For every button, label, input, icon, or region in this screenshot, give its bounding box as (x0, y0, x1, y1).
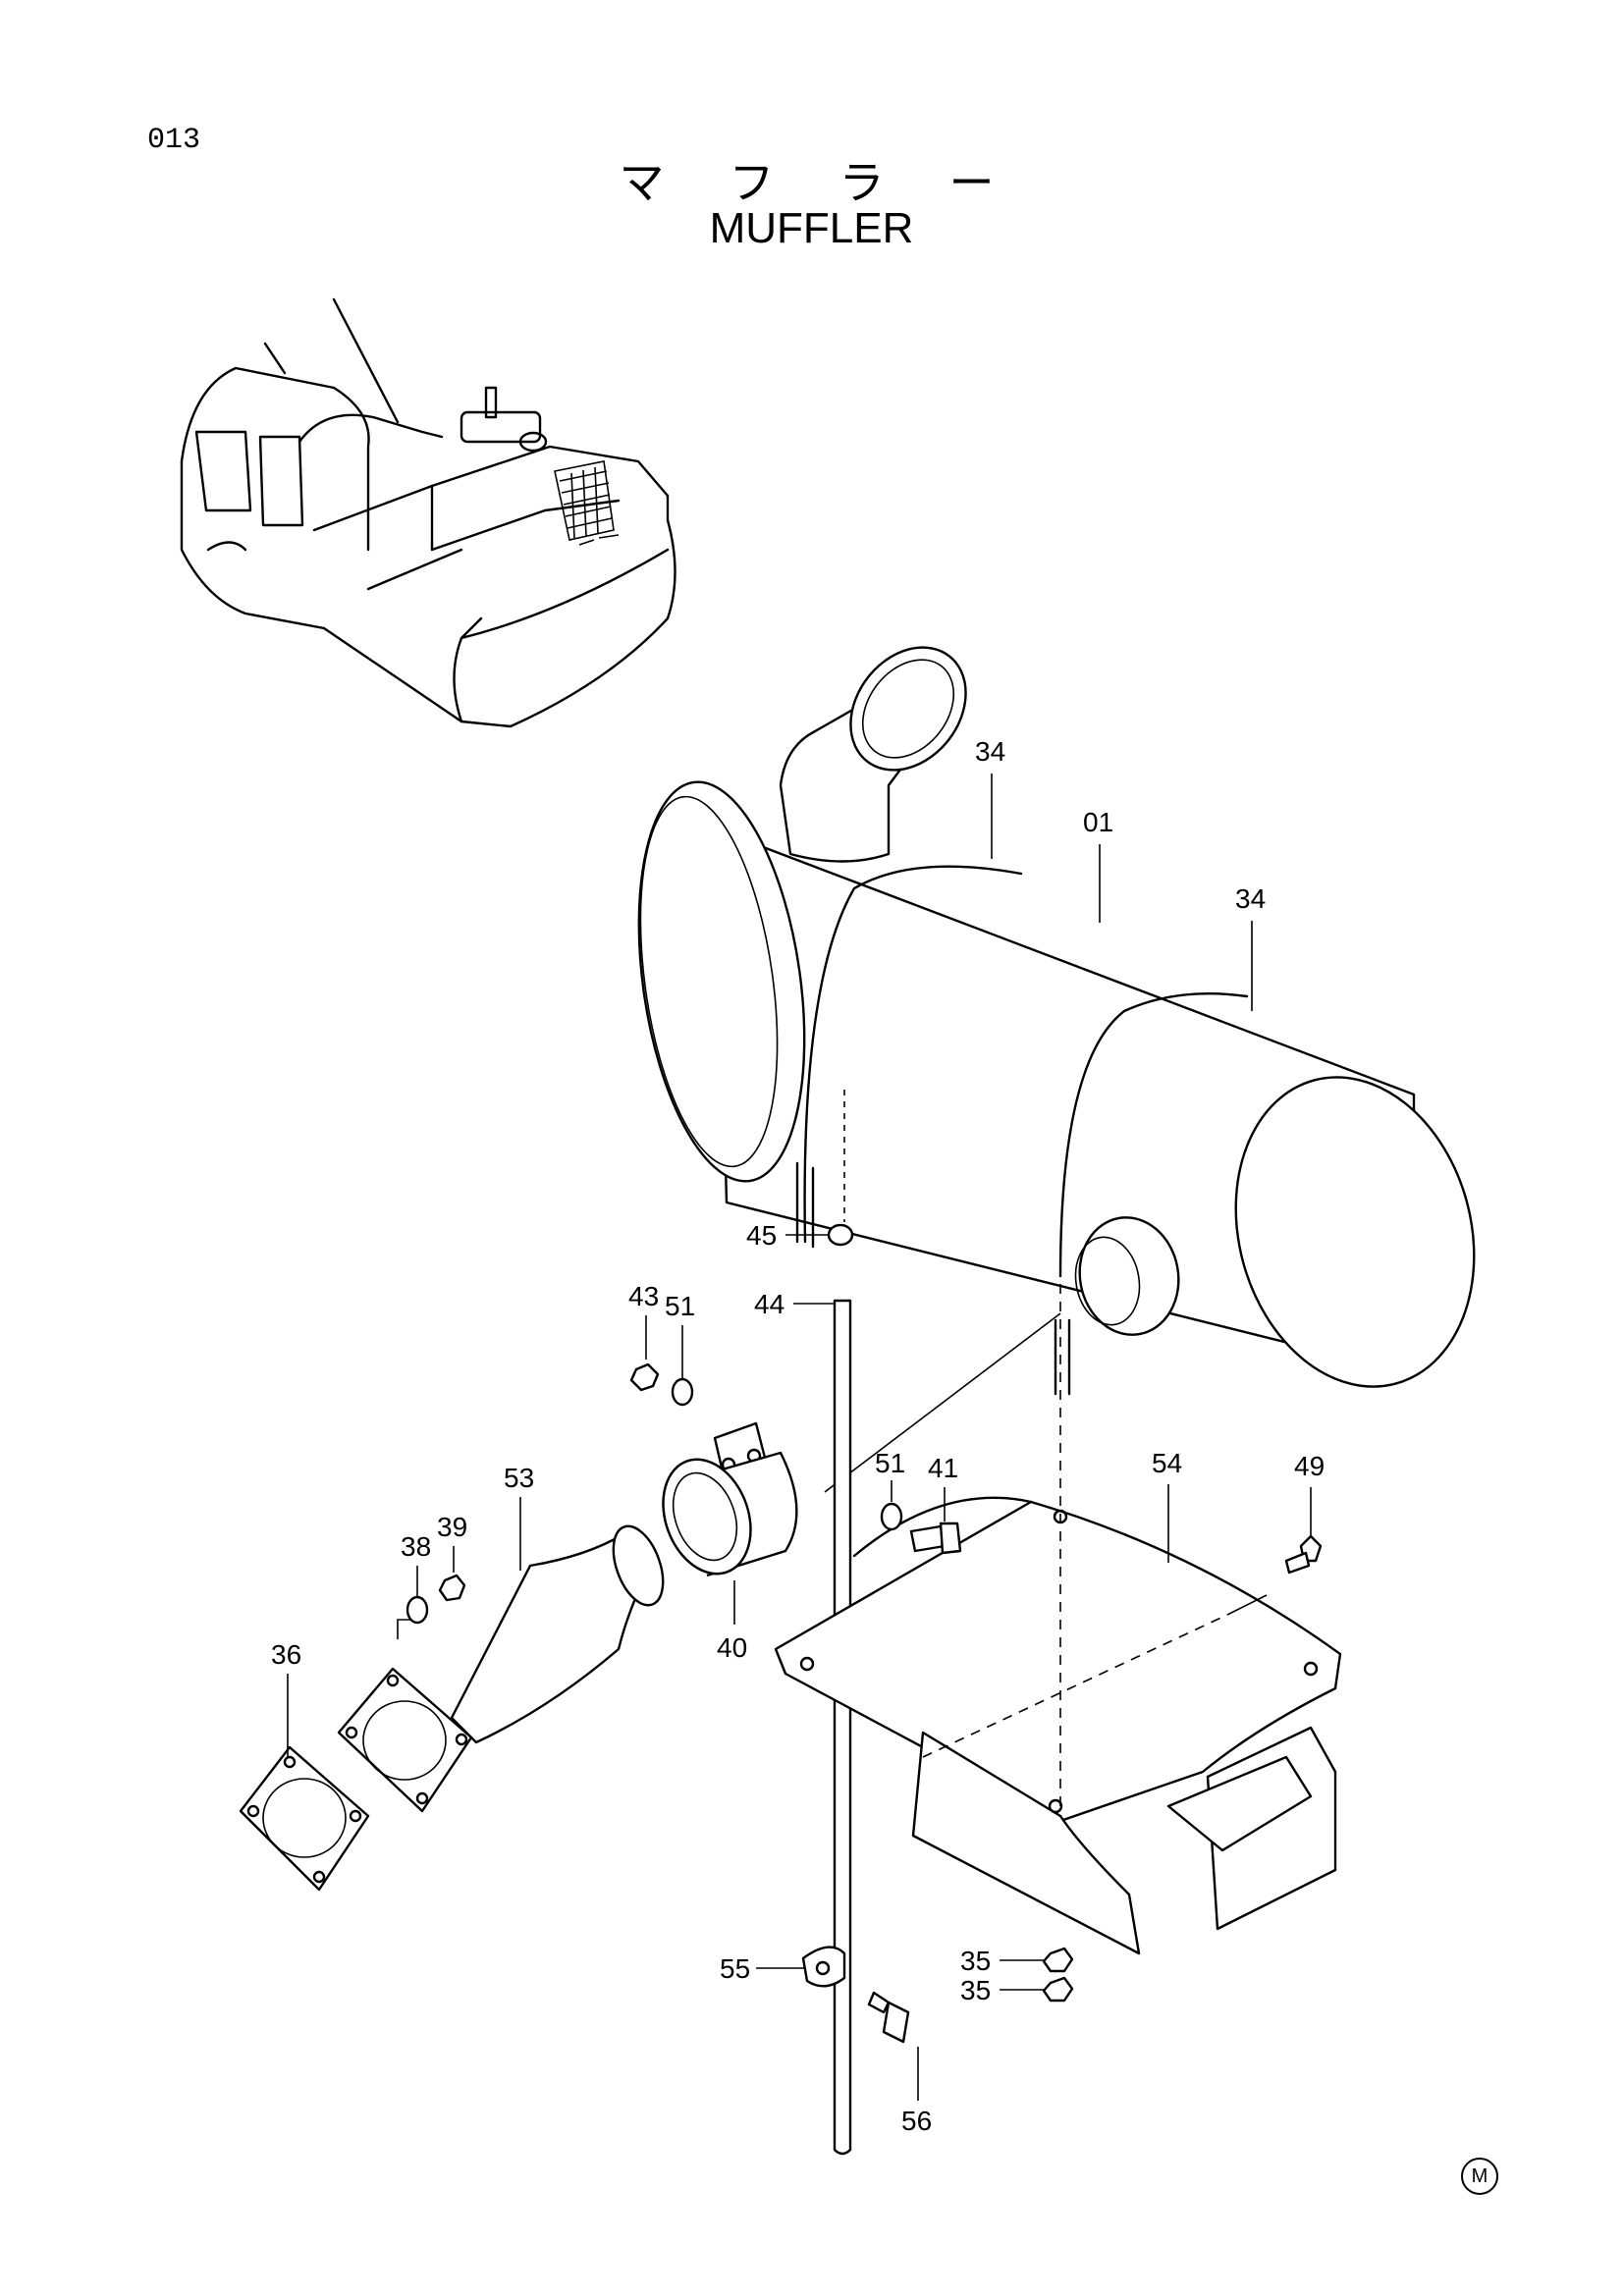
callout-label: 34 (1235, 883, 1266, 914)
callout-label: 51 (665, 1291, 695, 1321)
callout-label: 51 (875, 1448, 905, 1478)
title-japanese: マ フ ラ ー (619, 156, 1004, 209)
page-number: 013 (147, 124, 201, 157)
callout-label: 35 (960, 1946, 991, 1976)
callout-label: 40 (717, 1632, 747, 1663)
muffler-body (637, 646, 1476, 1396)
callout-label: 53 (504, 1463, 534, 1493)
mounting-parts (239, 1266, 1342, 2156)
excavator-overview (180, 297, 676, 728)
callout-label: 55 (720, 1953, 750, 1984)
callout-label: 35 (960, 1975, 991, 2005)
callout-label: 44 (754, 1289, 784, 1319)
callout-label: 36 (271, 1639, 301, 1670)
callout-label: 38 (401, 1531, 431, 1562)
callout-label: 54 (1152, 1448, 1182, 1478)
callout-label: 56 (901, 2106, 932, 2136)
callout-label: 39 (437, 1512, 467, 1542)
callout-label: 49 (1294, 1451, 1325, 1481)
callout-label: 41 (928, 1453, 958, 1483)
callout-label: 45 (746, 1220, 777, 1251)
revision-mark: M (1461, 2158, 1498, 2195)
hardware (406, 1090, 1323, 2044)
title-english: MUFFLER (709, 204, 914, 252)
callout-label: 01 (1083, 807, 1113, 837)
callout-label: 34 (975, 736, 1005, 767)
callout-labels: 34 01 34 45 43 51 44 51 41 54 49 53 39 3… (271, 736, 1325, 2136)
leader-lines (287, 774, 1312, 2101)
callout-label: 43 (628, 1281, 659, 1311)
